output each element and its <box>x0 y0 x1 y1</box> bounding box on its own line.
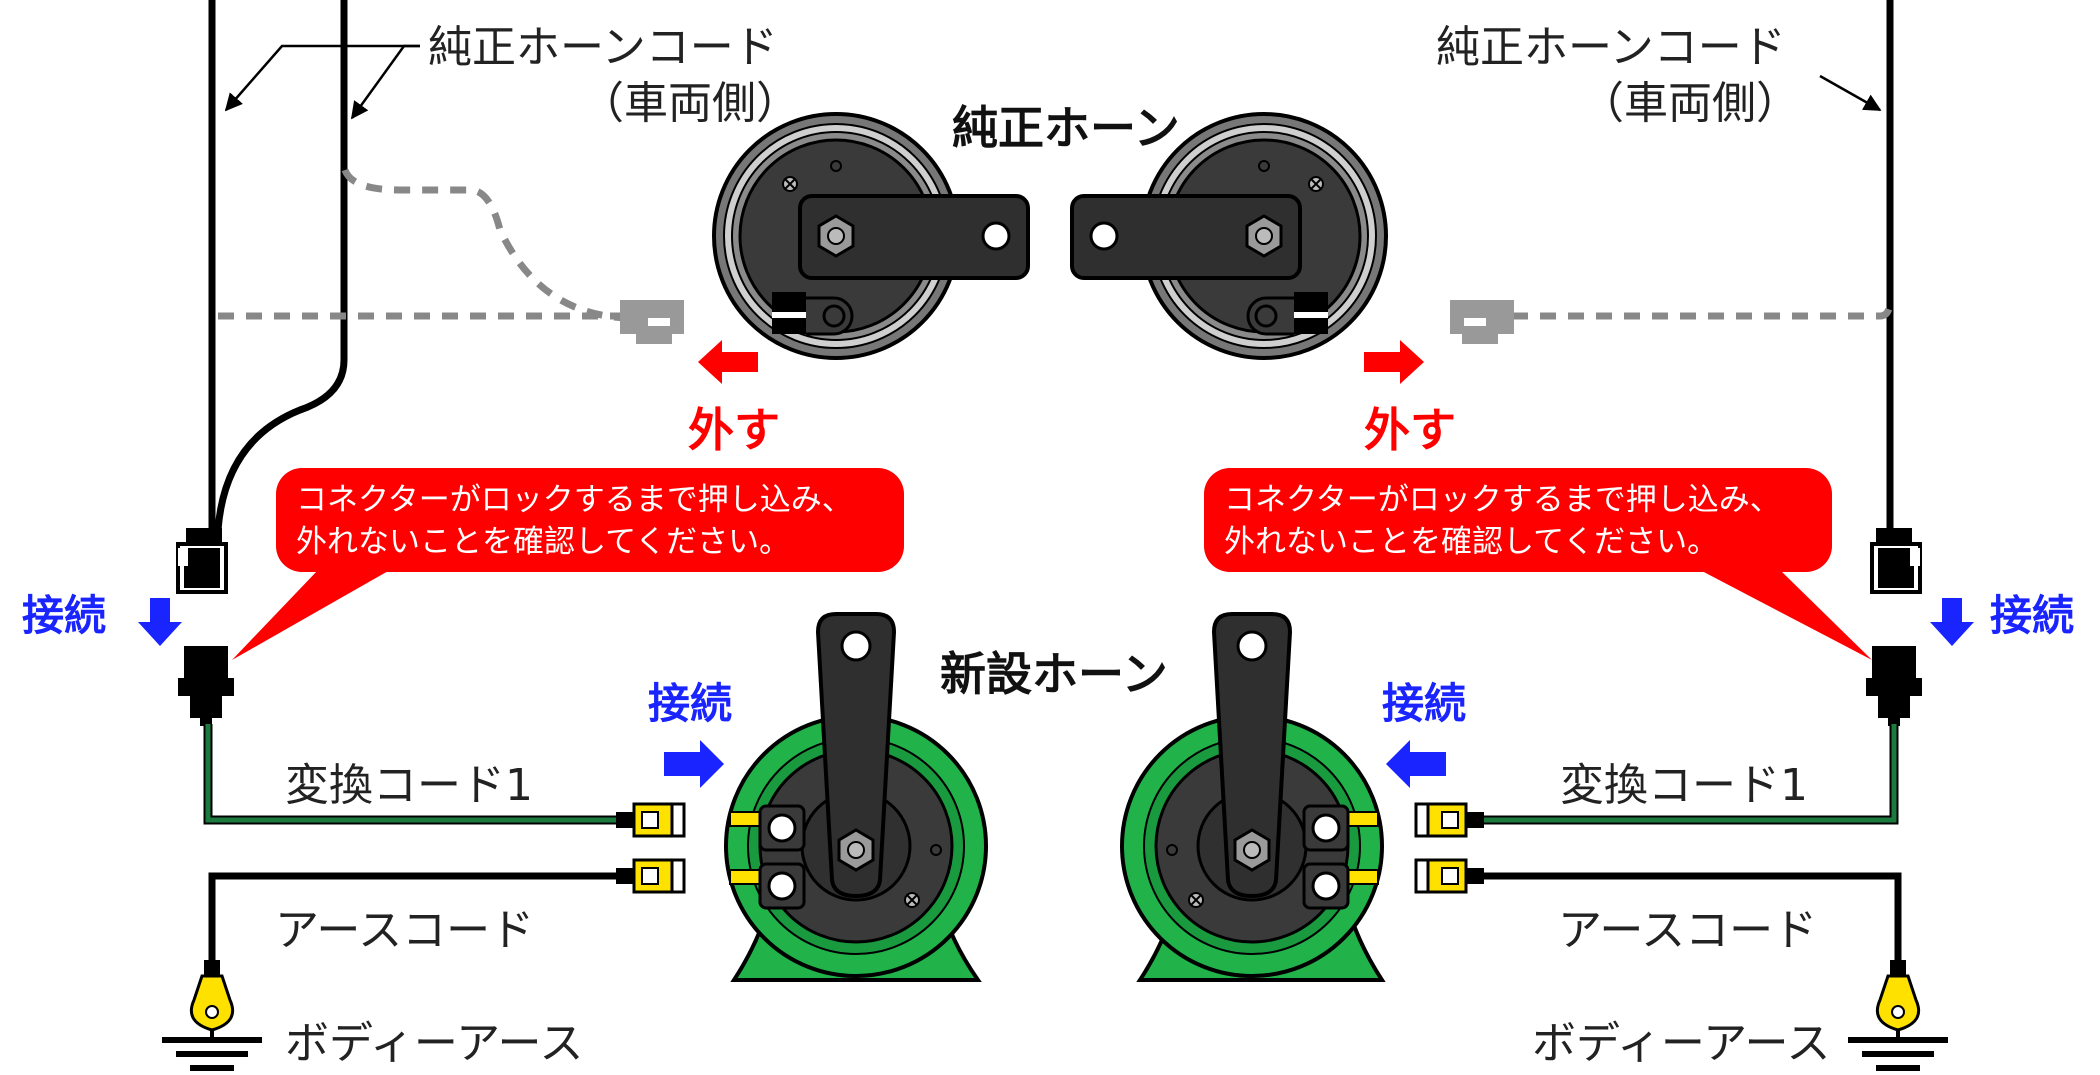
new-horn-left <box>724 612 988 982</box>
body-earth-left-label: ボディーアース <box>285 1018 583 1069</box>
earth-cord-left-label: アースコード <box>275 905 534 956</box>
left-vehicle-connector <box>176 528 228 594</box>
oem-horn-left-bracket <box>798 194 1030 280</box>
right-callout-line2: 外れないことを確認してください。 <box>1224 524 1718 560</box>
connect-center-left-label: 接続 <box>648 679 732 728</box>
right-vehicle-connector <box>1870 528 1922 594</box>
oem-horn-label: 純正ホーン <box>952 101 1180 155</box>
left-callout-line2: 外れないことを確認してください。 <box>296 524 790 560</box>
right-conversion-wire <box>1470 724 1897 823</box>
connect-center-right-label: 接続 <box>1382 679 1466 728</box>
new-horn-label: 新設ホーン <box>940 647 1168 701</box>
remove-left-arrow <box>698 340 758 384</box>
remove-right-label: 外す <box>1364 403 1456 457</box>
left-removed-connector <box>620 300 684 344</box>
connect-center-left-arrow <box>664 740 724 788</box>
connect-left-label: 接続 <box>22 591 106 640</box>
right-earth-wire <box>1470 872 1902 962</box>
right-removed-connector <box>1450 300 1514 344</box>
right-terminal-earth <box>1414 858 1484 894</box>
new-horn-right-bracket <box>1211 612 1293 899</box>
conv-cord-left-label: 変換コード1 <box>285 760 533 811</box>
body-earth-right-label: ボディーアース <box>1532 1018 1830 1069</box>
right-callout: コネクターがロックするまで押し込み、 外れないことを確認してください。 <box>1204 468 1872 660</box>
connect-center-right-arrow <box>1386 740 1446 788</box>
right-label-pointer <box>1819 74 1882 112</box>
left-terminal-earth <box>616 858 686 894</box>
right-removed-cord <box>1450 299 1894 344</box>
oem-cord-left-label: 純正ホーンコード <box>428 22 778 73</box>
oem-horn-left <box>712 112 1030 360</box>
left-label-pointer <box>224 44 420 120</box>
earth-cord-right-label: アースコード <box>1558 905 1817 956</box>
left-body-earth <box>162 960 262 1071</box>
oem-horn-right <box>1070 112 1388 360</box>
remove-right-arrow <box>1364 340 1424 384</box>
left-earth-wire <box>208 872 630 962</box>
left-callout: コネクターがロックするまで押し込み、 外れないことを確認してください。 <box>232 468 904 660</box>
left-conversion-wire <box>205 724 630 823</box>
connect-left-arrow <box>138 598 182 646</box>
connect-right-label: 接続 <box>1990 591 2074 640</box>
left-conversion-socket <box>178 646 234 726</box>
new-horn-left-bracket <box>815 612 897 899</box>
left-oem-cord <box>208 0 348 531</box>
remove-left-label: 外す <box>688 403 780 457</box>
right-conversion-socket <box>1866 646 1922 726</box>
left-callout-line1: コネクターがロックするまで押し込み、 <box>296 482 853 518</box>
conv-cord-right-label: 変換コード1 <box>1560 760 1808 811</box>
new-horn-right <box>1120 612 1386 982</box>
right-callout-line1: コネクターがロックするまで押し込み、 <box>1224 482 1781 518</box>
left-terminal-conversion <box>616 802 686 838</box>
oem-cord-right-sublabel: （車両側） <box>1580 78 1800 129</box>
oem-horn-right-bracket <box>1070 194 1302 280</box>
right-body-earth <box>1848 960 1948 1071</box>
oem-cord-right-label: 純正ホーンコード <box>1436 22 1786 73</box>
right-terminal-conversion <box>1414 802 1484 838</box>
oem-cord-left-sublabel: （車両側） <box>580 78 800 129</box>
connect-right-arrow <box>1930 598 1974 646</box>
left-removed-cord <box>218 168 684 344</box>
